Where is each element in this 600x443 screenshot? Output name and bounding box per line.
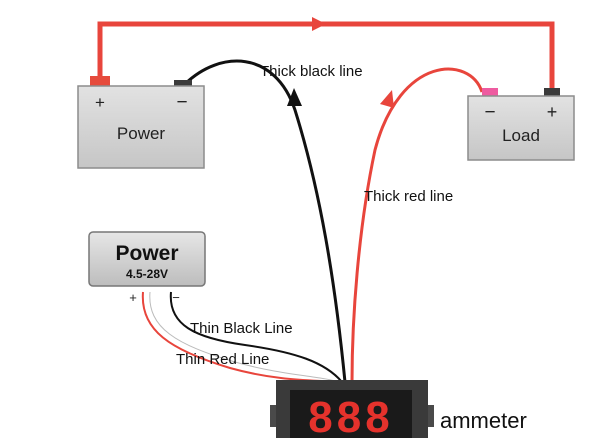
- power-module: Power 4.5-28V + −: [88, 231, 206, 305]
- thick-black-wire: [183, 59, 347, 383]
- battery-label: Power: [117, 124, 166, 143]
- power-module-plus: +: [129, 290, 137, 305]
- load-plus-sign: +: [547, 102, 558, 122]
- battery-power: + − Power: [77, 76, 205, 169]
- top-wire-arrow: [312, 17, 326, 31]
- load-box: − + Load: [467, 88, 575, 161]
- ammeter-display: [290, 390, 412, 438]
- battery-plus-terminal: [90, 76, 110, 86]
- power-module-minus: −: [172, 290, 180, 305]
- load-plus-terminal: [544, 88, 560, 97]
- thick-red-arrow: [380, 90, 394, 108]
- battery-minus-sign: −: [176, 92, 187, 113]
- ammeter-digits: 888: [308, 393, 393, 438]
- power-module-title: Power: [115, 242, 178, 265]
- thick-black-line-label: Thick black line: [260, 63, 363, 80]
- thin-wire-outline: [149, 291, 339, 383]
- battery-body: [77, 85, 205, 169]
- power-module-range: 4.5-28V: [126, 267, 168, 281]
- thick-black-arrow: [287, 88, 302, 106]
- battery-minus-terminal: [174, 80, 192, 88]
- thin-black-wire: [169, 291, 343, 383]
- thin-black-line-label: Thin Black Line: [190, 320, 293, 337]
- ammeter-label: ammeter: [440, 408, 527, 433]
- top-red-wire: [97, 21, 555, 92]
- ammeter: 888 ammeter: [270, 380, 527, 442]
- load-label: Load: [502, 126, 540, 145]
- load-body: [467, 95, 575, 161]
- power-module-body: [88, 231, 206, 287]
- battery-plus-sign: +: [95, 93, 105, 112]
- thick-red-wire: [350, 67, 484, 383]
- thick-red-line-label: Thick red line: [364, 188, 453, 205]
- load-minus-terminal: [482, 88, 498, 97]
- load-minus-sign: −: [484, 102, 495, 123]
- thin-red-line-label: Thin Red Line: [176, 351, 269, 368]
